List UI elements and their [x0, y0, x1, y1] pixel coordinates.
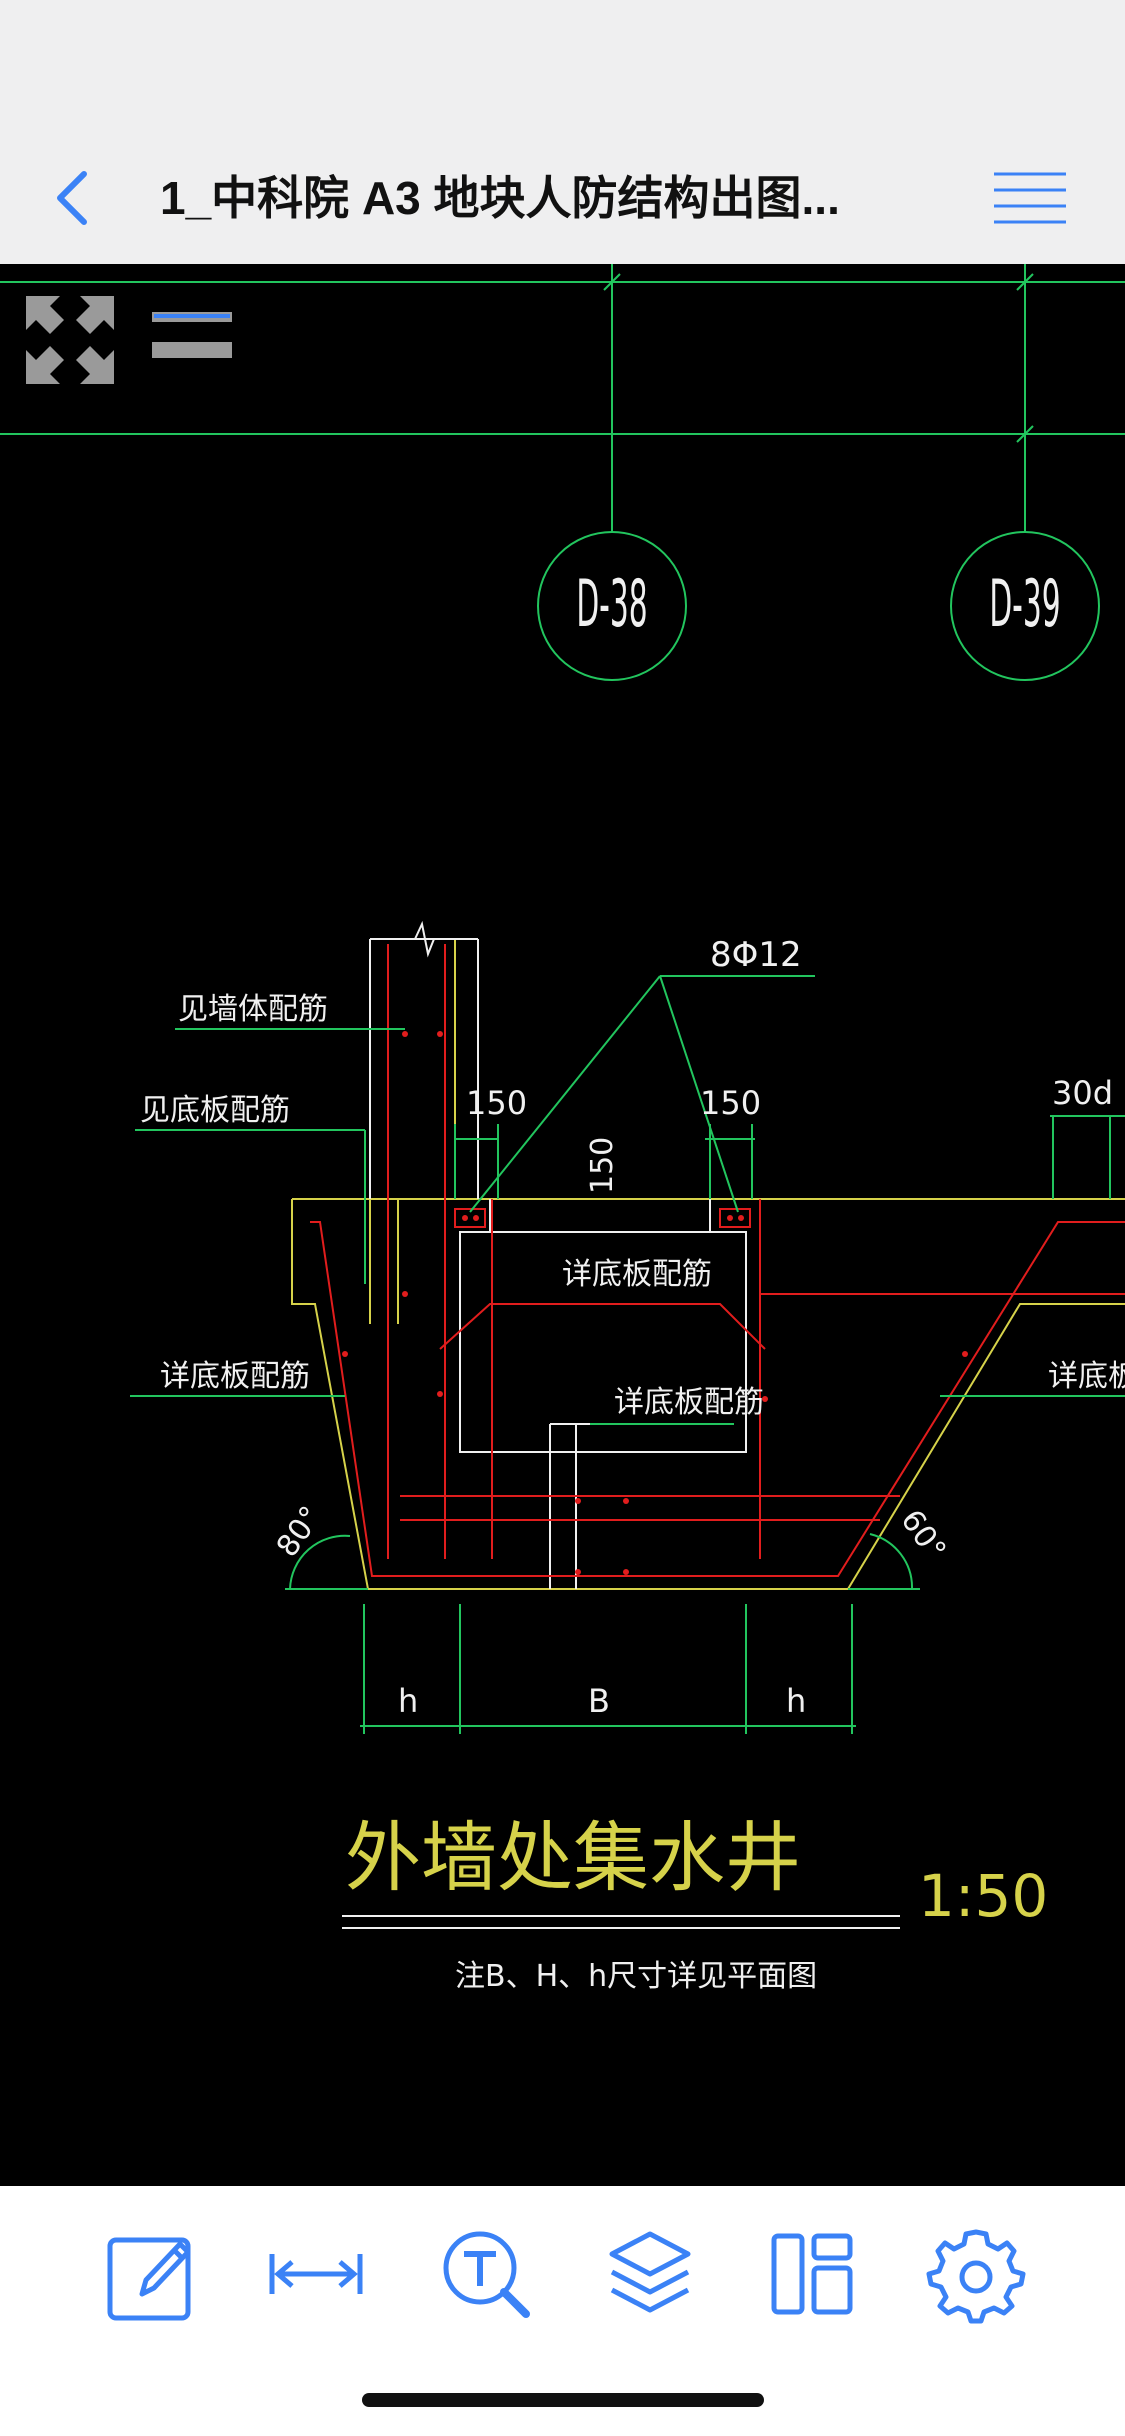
axis-marker-d38: D-38	[537, 531, 687, 681]
navigation-bar: 1_中科院 A3 地块人防结构出图...	[0, 132, 1125, 264]
axis-marker-label: D-38	[576, 566, 647, 642]
measure-button[interactable]	[266, 2224, 366, 2324]
leader-lines	[130, 975, 1125, 1425]
edit-icon	[107, 2237, 191, 2321]
text-search-button[interactable]	[436, 2224, 536, 2324]
annotate-button[interactable]	[100, 2224, 200, 2324]
layer-toggle-button[interactable]	[148, 304, 238, 364]
status-bar	[0, 0, 1125, 132]
axis-marker-label: D-39	[989, 566, 1060, 642]
fullscreen-button[interactable]	[20, 290, 120, 390]
dimension-lines	[285, 1115, 1125, 1734]
rebar-red	[310, 944, 1125, 1577]
drawing-title: 外墙处集水井	[345, 1813, 801, 1902]
break-line	[370, 920, 478, 958]
menu-icon	[994, 172, 1066, 224]
title-underline	[342, 1915, 900, 1929]
dimension-h-left: h	[398, 1682, 418, 1720]
dimension-angle-left: 80°	[270, 1500, 329, 1564]
dimension-30d: 30d	[1052, 1074, 1113, 1112]
drawing-note: 注B、H、h尺寸详见平面图	[455, 1959, 817, 1994]
back-button[interactable]	[40, 162, 112, 234]
label-wall-rebar: 见墙体配筋	[178, 992, 328, 1027]
drawing-scale: 1:50	[918, 1862, 1048, 1930]
settings-button[interactable]	[926, 2224, 1026, 2324]
cad-drawing[interactable]: D-38 D-39	[0, 264, 1125, 2186]
dimension-150-vertical: 150	[585, 1137, 620, 1194]
measure-icon	[269, 2254, 363, 2294]
text-search-icon	[443, 2231, 530, 2318]
label-bottom-slab-right: 详底板配	[1048, 1359, 1125, 1394]
layers-button[interactable]	[600, 2224, 700, 2324]
home-indicator	[362, 2393, 764, 2407]
dimension-150-right: 150	[700, 1084, 761, 1122]
label-slab-rebar: 见底板配筋	[140, 1093, 290, 1128]
rebar-note: 8Φ12	[710, 935, 802, 975]
axis-marker-d39: D-39	[950, 531, 1100, 681]
dimension-h-right: h	[786, 1682, 806, 1720]
layout-icon	[771, 2233, 853, 2315]
cad-viewport[interactable]: D-38 D-39	[0, 264, 1125, 2186]
rebar-dots	[342, 1031, 968, 1575]
dimension-b: B	[588, 1682, 610, 1720]
gear-icon	[926, 2229, 1026, 2324]
document-title: 1_中科院 A3 地块人防结构出图...	[160, 172, 840, 224]
menu-button[interactable]	[990, 166, 1070, 230]
chevron-left-icon	[57, 171, 87, 225]
grid-lines	[0, 264, 1125, 532]
layers-icon	[609, 2231, 691, 2313]
dimension-150-left: 150	[466, 1084, 527, 1122]
expand-arrows-icon	[26, 296, 114, 384]
layer-lines-icon	[152, 312, 232, 358]
label-bottom-slab-left: 详底板配筋	[160, 1359, 310, 1394]
label-bottom-slab-inner1: 详底板配筋	[562, 1257, 712, 1292]
layout-button[interactable]	[762, 2224, 862, 2324]
label-bottom-slab-inner2: 详底板配筋	[614, 1385, 764, 1420]
